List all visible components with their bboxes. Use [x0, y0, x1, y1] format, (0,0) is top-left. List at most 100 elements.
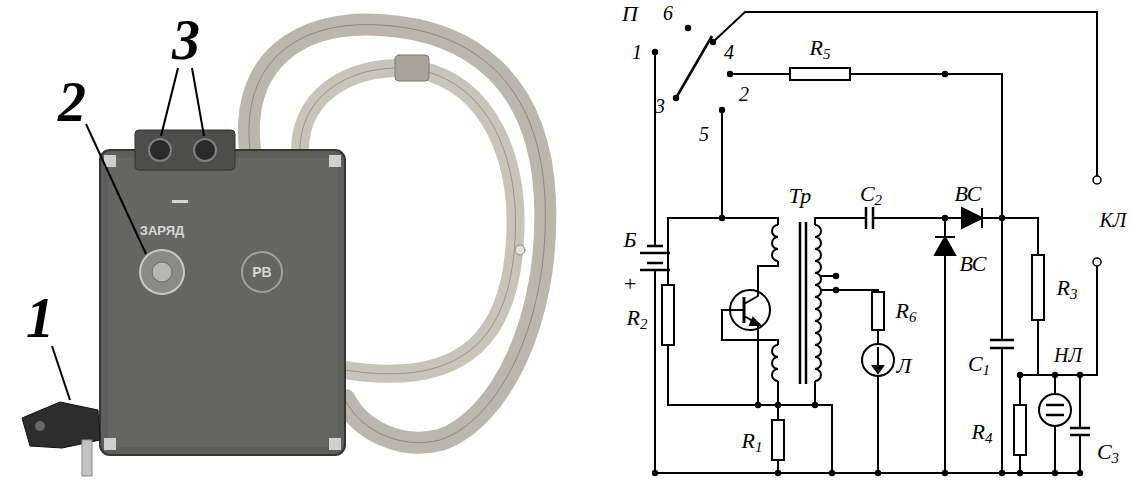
- symbol-letter: R: [896, 298, 909, 323]
- device-photo: [22, 25, 545, 476]
- device-case: [152, 262, 172, 282]
- device-case: [329, 155, 341, 167]
- symbol-index: 3: [1112, 450, 1119, 466]
- symbol-letter: R: [627, 305, 640, 330]
- strap: [395, 55, 429, 81]
- junction-dot: [942, 71, 948, 77]
- resistor-symbol: [662, 285, 674, 345]
- device-case: [108, 158, 337, 447]
- battery-symbol: [647, 245, 663, 248]
- symbol-index: 1: [755, 439, 762, 455]
- transistor-symbol: [730, 290, 770, 330]
- transistor-symbol: [750, 318, 760, 325]
- leader-line: [52, 68, 204, 400]
- component-label: R4: [972, 421, 993, 443]
- lamp-symbol: [1039, 394, 1071, 426]
- device-case: [194, 139, 216, 161]
- symbol-index: 1: [983, 362, 990, 378]
- component-label: ВС: [959, 253, 986, 275]
- junction-dot: [1017, 372, 1023, 378]
- component-label: Тр: [789, 185, 812, 207]
- strap: [515, 245, 525, 255]
- junction-dot: [727, 71, 733, 77]
- junction-dot: [999, 470, 1005, 476]
- junction-dot: [833, 287, 839, 293]
- capacitor-symbol: [1070, 434, 1090, 437]
- transformer-symbol: [805, 222, 808, 384]
- switch-label: П: [622, 3, 638, 25]
- symbol-index: 5: [823, 46, 830, 62]
- junction-dot: [1017, 470, 1023, 476]
- switch-pin: 1: [632, 42, 642, 62]
- diode-symbol: [935, 237, 955, 255]
- battery-symbol: [647, 262, 663, 265]
- capacitor-symbol: [990, 339, 1014, 342]
- polarity-mark: +: [623, 273, 638, 295]
- device-case: [329, 438, 341, 450]
- junction-dot: [1052, 470, 1058, 476]
- lamp-symbol: [862, 344, 1071, 426]
- leader-line: [52, 346, 70, 400]
- junction-dot: [775, 402, 781, 408]
- component-label: НЛ: [1054, 345, 1082, 365]
- key: [35, 421, 45, 431]
- junction-dot: [719, 215, 725, 221]
- terminal: [1093, 258, 1101, 266]
- diode-symbol: [935, 236, 955, 238]
- transformer-symbol: [799, 222, 802, 384]
- component-label: C1: [968, 353, 990, 375]
- switch-pin: 5: [699, 124, 709, 144]
- component-label: R1: [742, 430, 763, 452]
- device-case: [100, 130, 345, 455]
- symbol-index: 3: [1070, 286, 1077, 302]
- component-label: R2: [627, 307, 648, 329]
- device-case: [172, 200, 188, 203]
- symbol-letter: C: [1097, 439, 1112, 464]
- junction-dot: [999, 215, 1005, 221]
- component-label: C3: [1097, 441, 1119, 463]
- battery-symbol: [640, 252, 670, 255]
- resistor-symbol: [1032, 255, 1044, 320]
- transistor-symbol: [730, 290, 770, 330]
- switch-pin: 2: [739, 84, 749, 104]
- lamp-symbol: [877, 347, 879, 368]
- component-label: C2: [860, 183, 882, 205]
- symbol-letter: C: [860, 181, 875, 206]
- wire: [655, 12, 1097, 473]
- leader-line: [161, 68, 178, 136]
- component-label: R5: [810, 37, 831, 59]
- capacitor-symbol: [872, 207, 875, 229]
- symbol-index: 2: [640, 316, 647, 332]
- device-marking: РВ: [252, 265, 271, 279]
- lamp-symbol: [862, 344, 894, 376]
- callout-number: 2: [58, 74, 86, 130]
- switch-pin: 4: [724, 42, 734, 62]
- callout-number: 1: [26, 290, 54, 346]
- component-label: ВС: [954, 183, 981, 205]
- symbol-letter: R: [742, 428, 755, 453]
- junction-dot: [833, 273, 839, 279]
- transistor-symbol: [743, 297, 746, 323]
- junction-dot: [1077, 372, 1083, 378]
- junction-dot: [710, 39, 716, 45]
- switch-pin: 3: [655, 96, 665, 116]
- junction-dot: [755, 402, 761, 408]
- device-case: [242, 252, 282, 292]
- transformer-symbol: [772, 345, 778, 381]
- symbol-letter: R: [972, 419, 985, 444]
- circuit-schematic: [640, 12, 1101, 476]
- junction-dot: [775, 470, 781, 476]
- callout-number: 3: [172, 12, 200, 68]
- lamp-symbol: [1046, 414, 1064, 417]
- symbol-index: 4: [985, 430, 992, 446]
- key: [82, 440, 92, 476]
- resistor-symbol: [1014, 405, 1026, 455]
- resistor-symbol: [872, 292, 884, 330]
- transformer-symbol: [815, 225, 821, 381]
- switch-blade: [676, 36, 712, 98]
- device-case: [135, 130, 235, 170]
- key: [22, 402, 100, 476]
